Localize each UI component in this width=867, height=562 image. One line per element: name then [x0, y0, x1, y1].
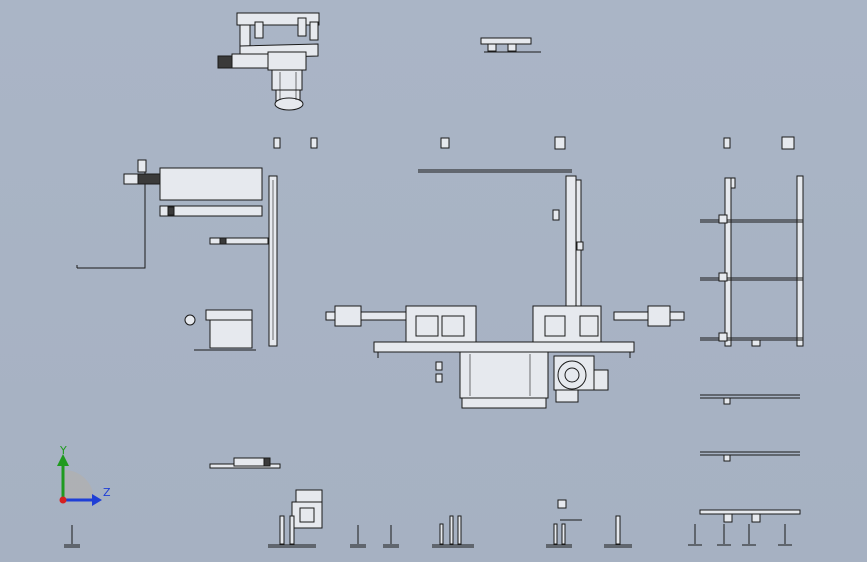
bottom-post-views: [64, 499, 792, 548]
bracket-top-view: [480, 37, 541, 53]
y-axis-arrow: [57, 454, 69, 466]
orientation-triad: [57, 454, 102, 506]
small-block-view: [291, 489, 323, 529]
detail-markers: [273, 136, 795, 150]
right-side-view: [700, 175, 804, 347]
triad-origin-sector: [64, 470, 94, 500]
y-axis-label: Y: [60, 444, 67, 457]
left-side-view: [76, 159, 278, 351]
right-section-views: [699, 394, 801, 523]
cylinder-view: [209, 457, 281, 469]
z-axis-label: Z: [103, 486, 111, 499]
x-axis-dot: [59, 496, 67, 504]
gripper-assembly-iso: [217, 12, 320, 111]
main-front-view: [325, 169, 685, 409]
z-axis-arrow: [92, 494, 102, 506]
